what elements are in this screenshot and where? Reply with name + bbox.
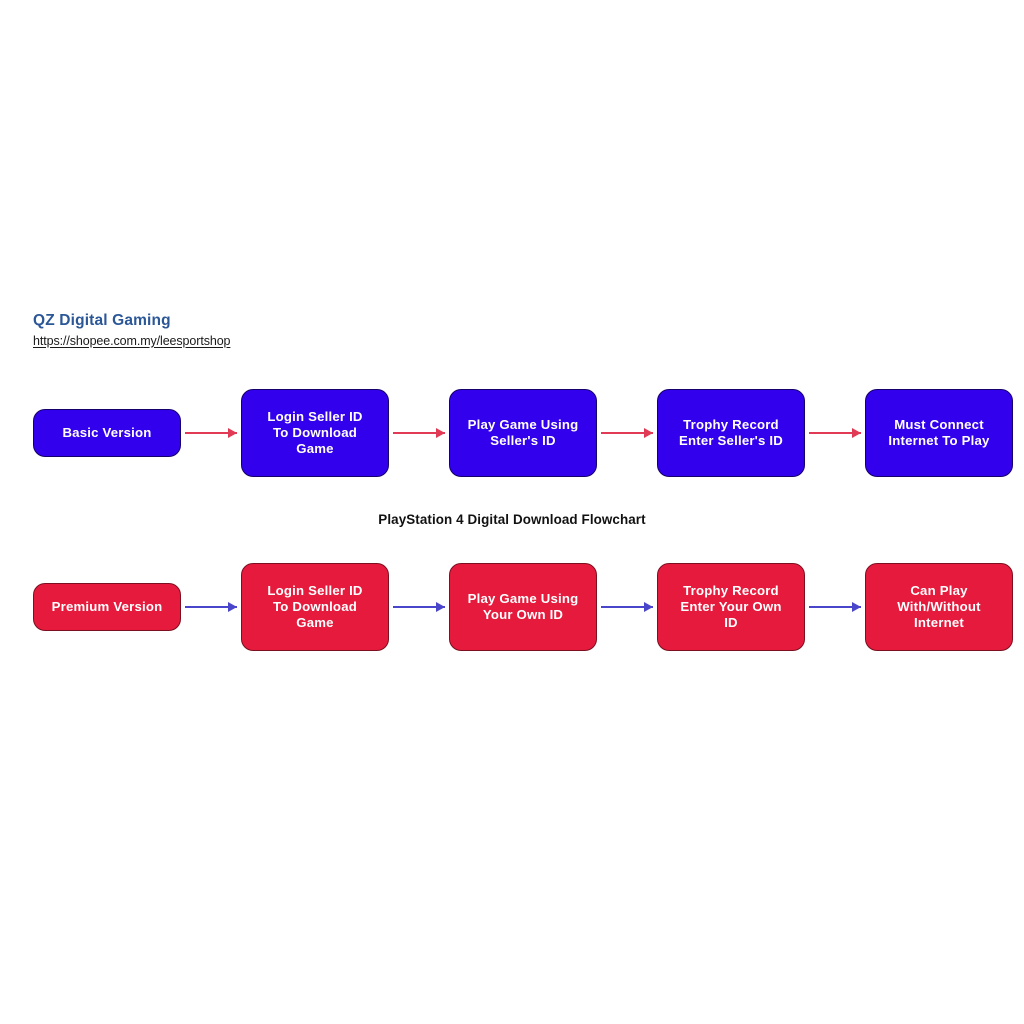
arrow-basic-2 bbox=[393, 427, 445, 439]
node-label: Play Game Using Your Own ID bbox=[467, 590, 579, 622]
arrow-premium-3 bbox=[601, 601, 653, 613]
arrow-shaft bbox=[393, 606, 445, 608]
node-premium-login-seller-id[interactable]: Login Seller ID To Download Game bbox=[241, 563, 389, 651]
arrow-shaft bbox=[601, 432, 653, 434]
arrow-basic-1 bbox=[185, 427, 237, 439]
arrow-shaft bbox=[393, 432, 445, 434]
node-label: Login Seller ID To Download Game bbox=[267, 582, 363, 631]
node-label: Play Game Using Seller's ID bbox=[467, 416, 579, 448]
node-label: Premium Version bbox=[51, 598, 163, 614]
node-premium-version[interactable]: Premium Version bbox=[33, 583, 181, 631]
arrow-basic-3 bbox=[601, 427, 653, 439]
node-label: Can Play With/Without Internet bbox=[897, 582, 981, 631]
arrow-basic-4 bbox=[809, 427, 861, 439]
arrow-head-icon bbox=[228, 428, 237, 438]
brand-header: QZ Digital Gaming https://shopee.com.my/… bbox=[33, 312, 231, 348]
node-premium-trophy-record[interactable]: Trophy Record Enter Your Own ID bbox=[657, 563, 805, 651]
node-label: Trophy Record Enter Seller's ID bbox=[678, 416, 784, 448]
brand-title: QZ Digital Gaming bbox=[33, 312, 171, 329]
node-label: Must Connect Internet To Play bbox=[888, 416, 990, 448]
flow-lane-basic: Basic Version Login Seller ID To Downloa… bbox=[0, 378, 1024, 488]
flow-lane-premium: Premium Version Login Seller ID To Downl… bbox=[0, 552, 1024, 662]
node-basic-version[interactable]: Basic Version bbox=[33, 409, 181, 457]
arrow-shaft bbox=[809, 432, 861, 434]
arrow-head-icon bbox=[644, 602, 653, 612]
flowchart-caption: PlayStation 4 Digital Download Flowchart bbox=[378, 512, 646, 527]
arrow-head-icon bbox=[644, 428, 653, 438]
arrow-head-icon bbox=[852, 602, 861, 612]
node-label: Login Seller ID To Download Game bbox=[267, 408, 363, 457]
arrow-shaft bbox=[809, 606, 861, 608]
arrow-head-icon bbox=[852, 428, 861, 438]
node-label: Trophy Record Enter Your Own ID bbox=[680, 582, 782, 631]
node-premium-can-play-internet[interactable]: Can Play With/Without Internet bbox=[865, 563, 1013, 651]
arrow-shaft bbox=[185, 432, 237, 434]
arrow-shaft bbox=[601, 606, 653, 608]
arrow-head-icon bbox=[228, 602, 237, 612]
node-basic-trophy-record[interactable]: Trophy Record Enter Seller's ID bbox=[657, 389, 805, 477]
node-label: Basic Version bbox=[62, 424, 152, 440]
node-premium-play-game[interactable]: Play Game Using Your Own ID bbox=[449, 563, 597, 651]
arrow-premium-2 bbox=[393, 601, 445, 613]
node-basic-play-game[interactable]: Play Game Using Seller's ID bbox=[449, 389, 597, 477]
node-basic-login-seller-id[interactable]: Login Seller ID To Download Game bbox=[241, 389, 389, 477]
arrow-premium-4 bbox=[809, 601, 861, 613]
arrow-head-icon bbox=[436, 602, 445, 612]
arrow-shaft bbox=[185, 606, 237, 608]
node-basic-must-connect-internet[interactable]: Must Connect Internet To Play bbox=[865, 389, 1013, 477]
brand-shop-url[interactable]: https://shopee.com.my/leesportshop bbox=[33, 333, 231, 348]
arrow-head-icon bbox=[436, 428, 445, 438]
arrow-premium-1 bbox=[185, 601, 237, 613]
